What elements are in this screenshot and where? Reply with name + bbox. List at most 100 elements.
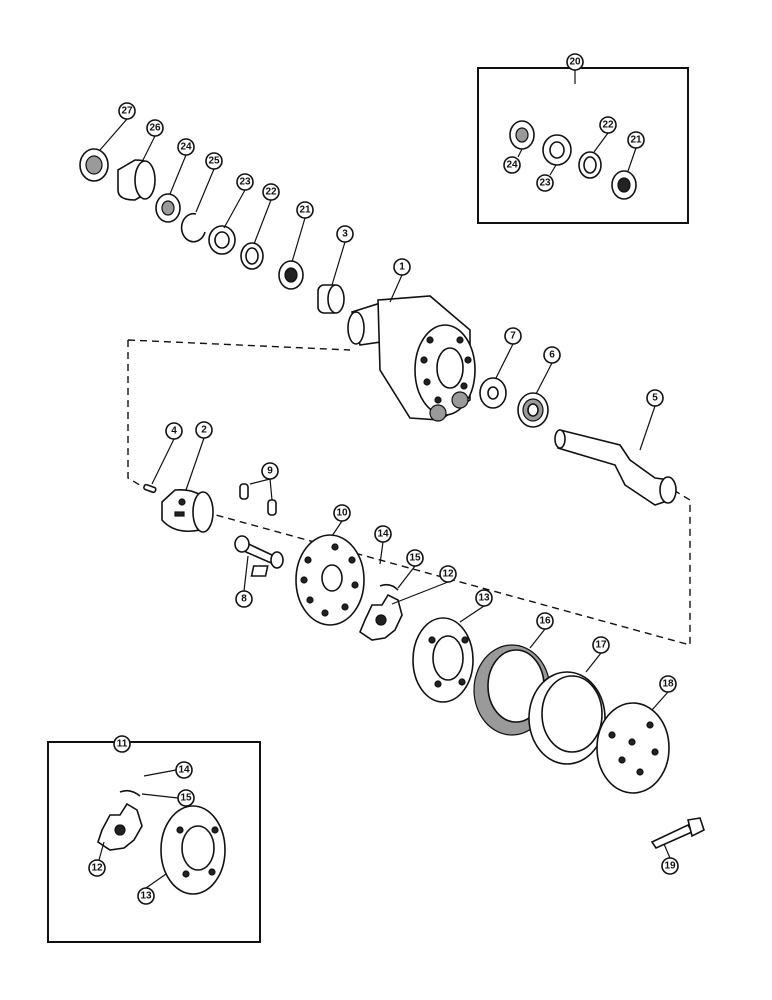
svg-text:7: 7 bbox=[510, 331, 516, 342]
part-23-bearing bbox=[208, 225, 236, 255]
svg-text:15: 15 bbox=[409, 553, 421, 564]
inset-20-part-23 bbox=[542, 134, 572, 166]
inset-11-callout-12: 12 bbox=[88, 859, 106, 877]
part-13-ring bbox=[412, 617, 474, 703]
inset-20-part-21 bbox=[611, 170, 637, 200]
svg-text:17: 17 bbox=[595, 640, 607, 651]
callout-4: 4 bbox=[165, 422, 183, 440]
inset-11-part-15 bbox=[119, 789, 141, 797]
part-25-snap-ring bbox=[180, 212, 206, 243]
svg-text:3: 3 bbox=[342, 229, 348, 240]
part-5-shaft bbox=[554, 429, 677, 506]
svg-text:14: 14 bbox=[178, 765, 190, 776]
svg-text:14: 14 bbox=[377, 529, 389, 540]
svg-text:20: 20 bbox=[569, 57, 581, 68]
part-22-washer bbox=[240, 242, 264, 270]
inset-11-callout-15: 15 bbox=[177, 789, 195, 807]
svg-text:16: 16 bbox=[539, 616, 551, 627]
callout-15: 15 bbox=[406, 549, 424, 567]
svg-text:18: 18 bbox=[662, 679, 674, 690]
inset-11-callout-13: 13 bbox=[137, 887, 155, 905]
svg-text:27: 27 bbox=[121, 106, 133, 117]
inset-11-callout-14: 14 bbox=[175, 761, 193, 779]
callout-23: 23 bbox=[236, 173, 254, 191]
callout-24: 24 bbox=[177, 138, 195, 156]
inset-20-part-24 bbox=[509, 120, 535, 150]
callout-17: 17 bbox=[592, 636, 610, 654]
svg-text:23: 23 bbox=[539, 178, 551, 189]
part-10-plate bbox=[295, 534, 365, 626]
part-2-coupling bbox=[161, 488, 214, 533]
svg-text:26: 26 bbox=[149, 123, 161, 134]
callout-26: 26 bbox=[146, 119, 164, 137]
callout-7: 7 bbox=[504, 327, 522, 345]
inset-20-callout-21: 21 bbox=[627, 131, 645, 149]
svg-text:21: 21 bbox=[630, 135, 642, 146]
callout-12: 12 bbox=[439, 565, 457, 583]
svg-text:2: 2 bbox=[201, 425, 207, 436]
svg-text:13: 13 bbox=[140, 891, 152, 902]
part-1-housing bbox=[347, 295, 476, 422]
inset-20-callout-24: 24 bbox=[503, 156, 521, 174]
part-27-seal bbox=[79, 148, 109, 182]
inset-11-part-13 bbox=[160, 805, 226, 895]
callout-6: 6 bbox=[543, 346, 561, 364]
callout-11: 11 bbox=[113, 735, 131, 753]
part-15-spring bbox=[379, 583, 399, 591]
svg-text:12: 12 bbox=[442, 569, 454, 580]
callout-16: 16 bbox=[536, 612, 554, 630]
part-12-rotor bbox=[359, 593, 403, 641]
part-19-bolt bbox=[650, 817, 705, 850]
part-3-needle-bearing bbox=[317, 284, 345, 314]
callout-9: 9 bbox=[261, 462, 279, 480]
svg-text:19: 19 bbox=[664, 861, 676, 872]
leader-lines bbox=[98, 70, 671, 889]
part-9-pins bbox=[239, 483, 277, 516]
svg-text:1: 1 bbox=[399, 262, 405, 273]
part-18-cover bbox=[596, 702, 670, 794]
svg-text:22: 22 bbox=[602, 120, 614, 131]
part-8-drive-pin bbox=[234, 535, 284, 569]
callout-5: 5 bbox=[646, 389, 664, 407]
callout-8: 8 bbox=[235, 590, 253, 608]
svg-text:4: 4 bbox=[171, 426, 177, 437]
inset-11-part-12 bbox=[97, 802, 143, 851]
callout-18: 18 bbox=[659, 675, 677, 693]
part-7-washer bbox=[479, 377, 507, 409]
svg-text:24: 24 bbox=[180, 142, 192, 153]
inset-20-callout-22: 22 bbox=[599, 116, 617, 134]
svg-text:6: 6 bbox=[549, 350, 555, 361]
part-21-bearing bbox=[278, 260, 304, 290]
callout-25: 25 bbox=[205, 152, 223, 170]
callout-3: 3 bbox=[336, 225, 354, 243]
assembly-dashed-line-top bbox=[127, 339, 351, 351]
svg-text:10: 10 bbox=[336, 508, 348, 519]
inset-box-20 bbox=[477, 67, 689, 224]
callout-27: 27 bbox=[118, 102, 136, 120]
callout-21: 21 bbox=[296, 201, 314, 219]
inset-20-callout-23: 23 bbox=[536, 174, 554, 192]
part-24-bearing bbox=[155, 193, 181, 223]
assembly-dashed-line-left bbox=[127, 340, 149, 491]
svg-text:11: 11 bbox=[117, 739, 128, 750]
svg-text:9: 9 bbox=[267, 466, 273, 477]
svg-text:23: 23 bbox=[239, 177, 251, 188]
part-26-bushing bbox=[117, 159, 156, 201]
callout-13: 13 bbox=[475, 589, 493, 607]
svg-text:15: 15 bbox=[180, 793, 192, 804]
inset-box-11 bbox=[47, 741, 261, 943]
svg-text:22: 22 bbox=[265, 187, 277, 198]
part-4-pin bbox=[143, 483, 157, 494]
svg-text:24: 24 bbox=[506, 160, 518, 171]
svg-text:8: 8 bbox=[241, 594, 247, 605]
callout-10: 10 bbox=[333, 504, 351, 522]
part-17-ring bbox=[528, 671, 606, 765]
svg-text:5: 5 bbox=[652, 393, 658, 404]
callout-1: 1 bbox=[393, 258, 411, 276]
svg-text:13: 13 bbox=[478, 593, 490, 604]
callout-20: 20 bbox=[566, 53, 584, 71]
svg-text:12: 12 bbox=[91, 863, 103, 874]
part-14-vane bbox=[250, 565, 269, 577]
svg-text:25: 25 bbox=[208, 156, 220, 167]
